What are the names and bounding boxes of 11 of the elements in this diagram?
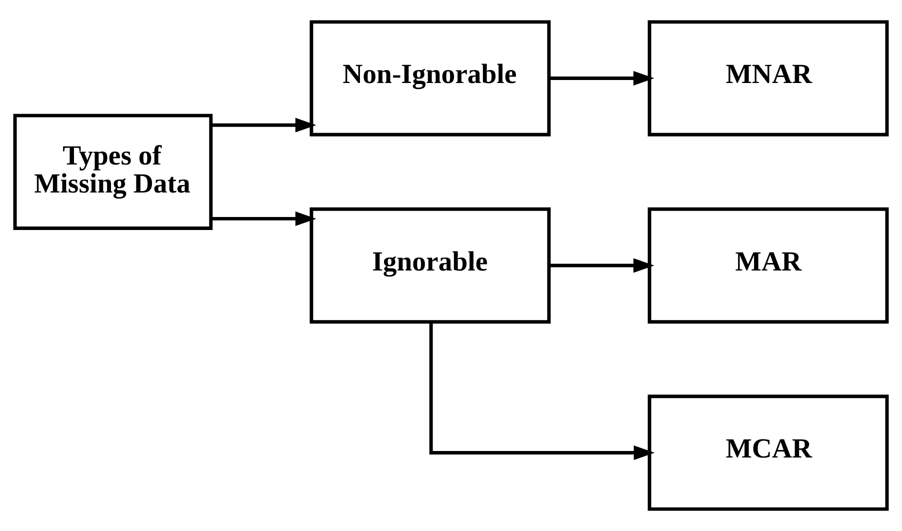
arrow	[212, 118, 316, 132]
node-box: Ignorable	[310, 207, 551, 324]
node-box: MAR	[648, 207, 889, 324]
arrow	[549, 70, 654, 86]
node-box: Types of Missing Data	[13, 114, 213, 230]
node-box: MNAR	[648, 20, 889, 136]
node-box: Non-Ignorable	[310, 20, 551, 136]
arrow	[212, 211, 316, 226]
node-box: MCAR	[648, 394, 889, 511]
arrow	[549, 258, 654, 273]
arrow	[429, 322, 655, 460]
